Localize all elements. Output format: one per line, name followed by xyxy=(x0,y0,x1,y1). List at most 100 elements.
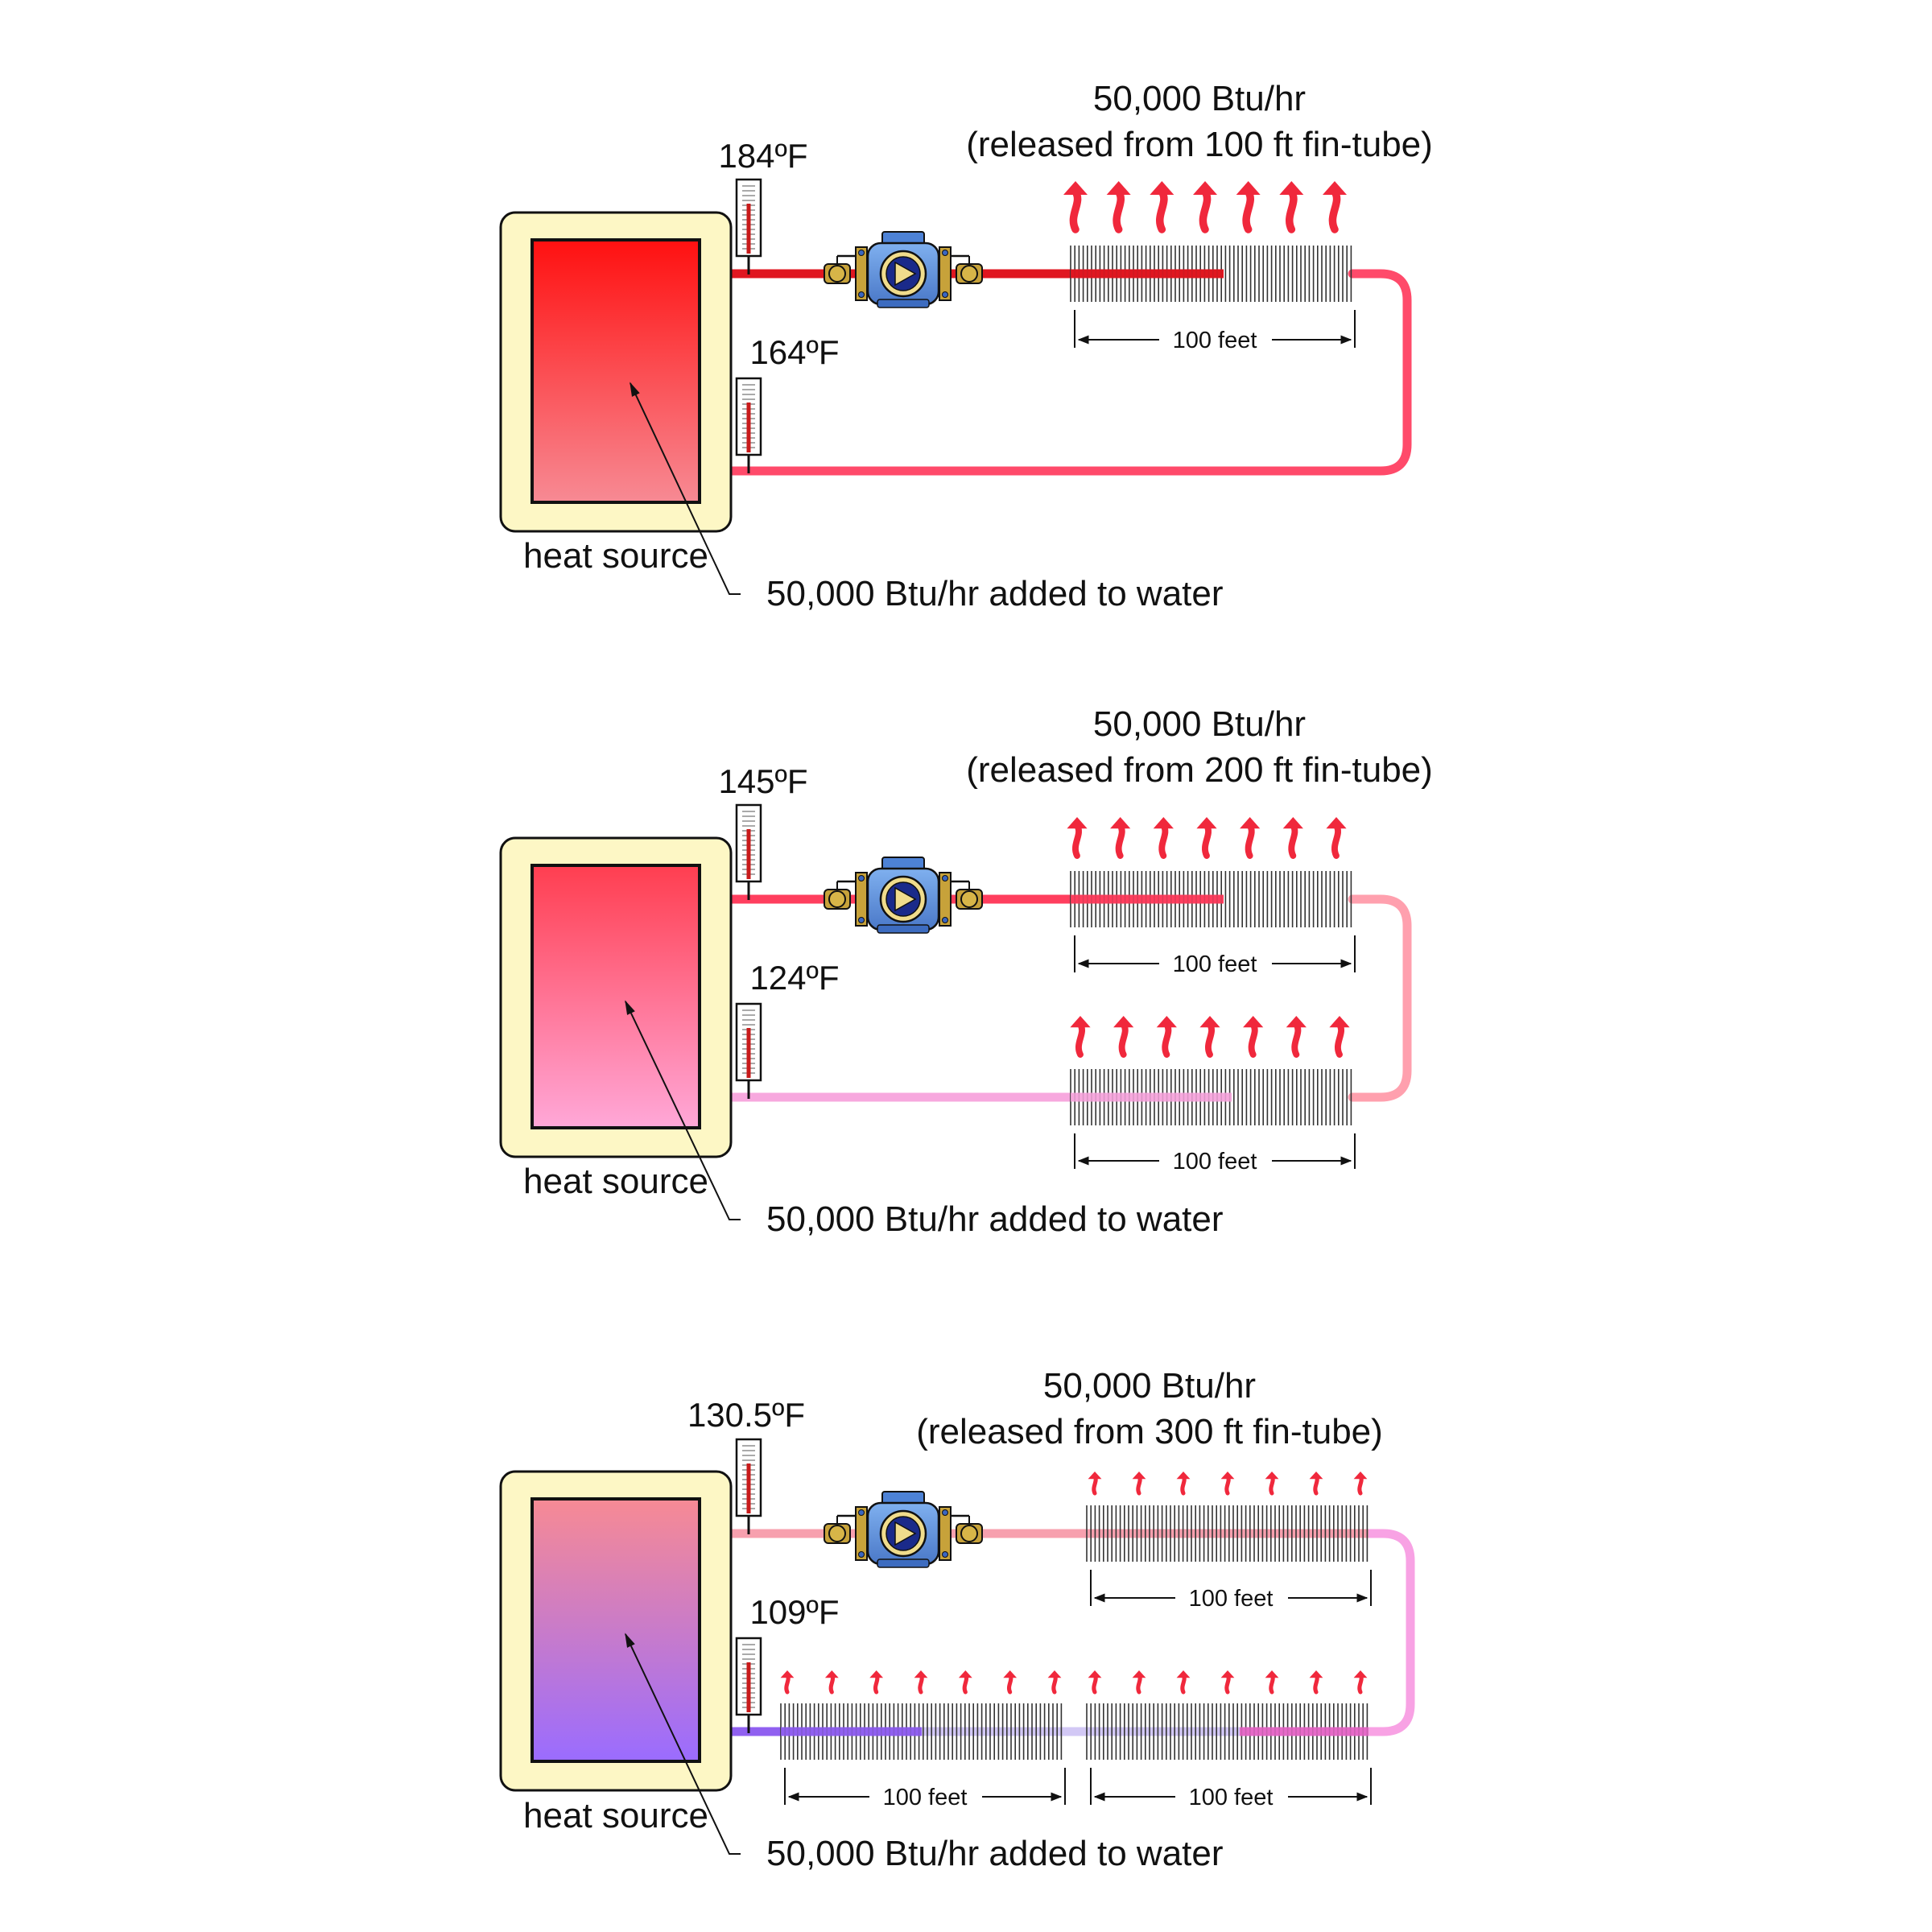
heat-arrow-head xyxy=(1047,1670,1062,1678)
heat-arrow-shaft xyxy=(1245,822,1255,859)
flange-bolt xyxy=(858,250,865,256)
heat-release-arrows-upper xyxy=(1067,817,1347,859)
supply-thermometer xyxy=(735,178,762,275)
heat-arrow-shaft xyxy=(1075,1021,1085,1058)
heat-arrow-shaft xyxy=(1286,188,1298,233)
fin-tube-length-label: 100 feet xyxy=(1173,328,1257,353)
supply-thermometer xyxy=(735,803,762,900)
heat-arrow-shaft xyxy=(1291,1021,1302,1058)
heat-arrow-head xyxy=(1323,181,1347,195)
heat-release-arrows-upper xyxy=(1088,1472,1368,1496)
heat-added-label: 50,000 Btu/hr added to water xyxy=(766,574,1224,613)
heat-added-label: 50,000 Btu/hr added to water xyxy=(766,1834,1224,1873)
valve-ball xyxy=(828,890,846,908)
heat-arrow-head xyxy=(1309,1472,1323,1480)
return-temperature: 124ºF xyxy=(749,959,839,997)
heat-arrow-head xyxy=(1309,1670,1323,1678)
heat-arrow-head xyxy=(1063,181,1088,195)
heat-arrow-head xyxy=(1113,1016,1134,1028)
heat-arrow-shaft xyxy=(1072,822,1082,859)
return-thermometer xyxy=(735,1002,762,1099)
heat-arrow-head xyxy=(869,1670,884,1678)
heat-arrow-head xyxy=(1110,817,1131,829)
heat-source-label: heat source xyxy=(523,536,708,576)
heat-arrow-head xyxy=(1329,1016,1350,1028)
valve-ball xyxy=(960,1525,978,1542)
release-subtitle: (released from 300 ft fin-tube) xyxy=(916,1412,1383,1451)
fin-tube-length-label: 100 feet xyxy=(1173,1149,1257,1174)
circulator-pump xyxy=(824,857,983,934)
fin-tube-length-label: 100 feet xyxy=(883,1785,968,1810)
heat-arrow-head xyxy=(958,1670,972,1678)
heat-arrow-shaft xyxy=(1158,822,1169,859)
flange-bolt xyxy=(942,917,948,923)
return-thermometer xyxy=(735,377,762,473)
heat-arrow-head xyxy=(1088,1670,1102,1678)
diagram-3: 50,000 Btu/hr (released from 300 ft fin-… xyxy=(499,1366,1415,1873)
heat-source-label: heat source xyxy=(523,1162,708,1201)
heat-arrow-head xyxy=(1220,1670,1235,1678)
heat-added-leader xyxy=(630,382,741,595)
flange-bolt xyxy=(942,1551,948,1558)
fin-tube-array-lower-right xyxy=(1086,1703,1368,1760)
heat-arrow-head xyxy=(1156,1016,1177,1028)
heat-arrow-shaft xyxy=(1328,188,1341,233)
flange-bolt xyxy=(858,917,865,923)
thermometer-fluid xyxy=(746,829,751,879)
release-title: 50,000 Btu/hr xyxy=(1043,1366,1256,1406)
fin-tube-length-label: 100 feet xyxy=(1189,1586,1274,1612)
heat-arrow-head xyxy=(1265,1472,1279,1480)
heat-arrow-head xyxy=(1176,1670,1191,1678)
heat-added-leader xyxy=(625,1000,741,1220)
heat-added-label: 50,000 Btu/hr added to water xyxy=(766,1199,1224,1239)
heat-arrow-shaft xyxy=(1331,822,1341,859)
flange-bolt xyxy=(942,875,948,881)
thermometer-fluid xyxy=(746,1463,751,1513)
heat-release-arrows xyxy=(1063,181,1347,233)
heat-arrow-shaft xyxy=(1335,1021,1344,1058)
heat-arrow-shaft xyxy=(1248,1021,1258,1058)
flow-direction-icon xyxy=(894,261,917,287)
heat-arrow-shaft xyxy=(1202,822,1212,859)
thermometer-fluid xyxy=(746,1028,751,1078)
heat-arrow-head xyxy=(1196,817,1217,829)
flange-bolt xyxy=(942,250,948,256)
diagram-2: 50,000 Btu/hr (released from 200 ft fin-… xyxy=(499,704,1433,1239)
flange-bolt xyxy=(858,291,865,298)
heat-arrow-head xyxy=(1199,1016,1220,1028)
heat-added-leader xyxy=(625,1633,741,1855)
heat-arrow-shaft xyxy=(1199,188,1212,233)
heat-arrow-head xyxy=(1286,1016,1307,1028)
heat-source-vessel xyxy=(530,1497,701,1763)
valve-ball xyxy=(828,1525,846,1542)
diagram-1: 50,000 Btu/hr (released from 100 ft fin-… xyxy=(499,79,1433,613)
heat-release-arrows-lower-right xyxy=(1088,1670,1368,1695)
heat-arrow-head xyxy=(1003,1670,1018,1678)
pump-base xyxy=(877,924,930,934)
pump-base xyxy=(877,299,930,308)
heat-arrow-head xyxy=(1070,1016,1091,1028)
heat-arrow-shaft xyxy=(1113,188,1125,233)
heat-arrow-shaft xyxy=(1242,188,1254,233)
thermometer-fluid xyxy=(746,402,751,452)
return-loop-pipe xyxy=(1364,1529,1415,1736)
heat-source-label: heat source xyxy=(523,1796,708,1835)
fin-tube-length-label: 100 feet xyxy=(1173,952,1257,977)
heat-arrow-head xyxy=(1088,1472,1102,1480)
heat-arrow-shaft xyxy=(1156,188,1168,233)
heat-arrow-head xyxy=(914,1670,928,1678)
heat-arrow-head xyxy=(780,1670,795,1678)
heat-arrow-head xyxy=(1282,817,1303,829)
heat-arrow-head xyxy=(1150,181,1174,195)
return-temperature: 164ºF xyxy=(749,333,839,371)
flow-direction-icon xyxy=(894,886,917,912)
heat-arrow-head xyxy=(1220,1472,1235,1480)
heat-arrow-head xyxy=(1132,1670,1146,1678)
heat-arrow-shaft xyxy=(1162,1021,1172,1058)
flow-direction-icon xyxy=(894,1521,917,1546)
return-temperature: 109ºF xyxy=(749,1593,839,1631)
heat-arrow-head xyxy=(1326,817,1347,829)
heat-release-arrows-lower xyxy=(1070,1016,1350,1058)
pump-base xyxy=(877,1558,930,1568)
